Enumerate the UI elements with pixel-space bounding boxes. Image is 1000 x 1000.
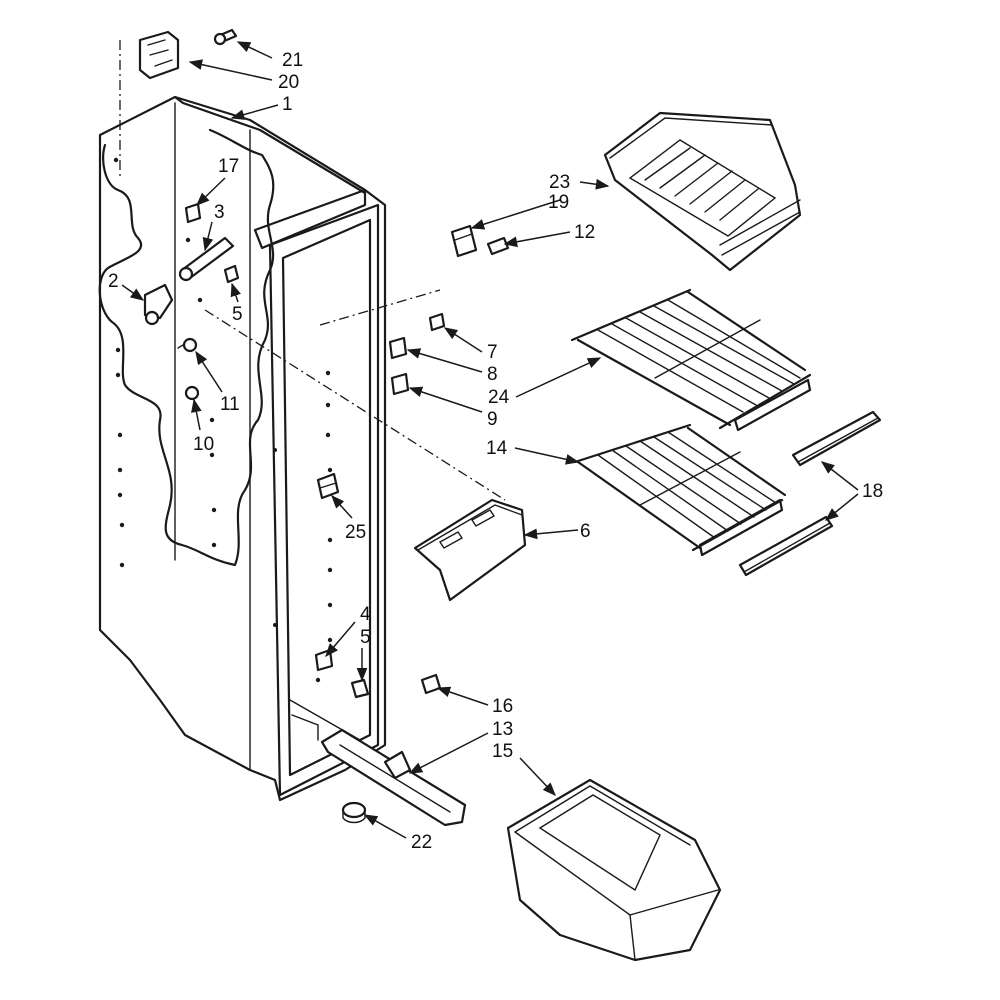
callout-16: 16 xyxy=(492,696,513,717)
clip-part xyxy=(184,202,202,224)
callout-3: 3 xyxy=(214,202,225,223)
callout-8: 8 xyxy=(487,364,498,385)
control-part xyxy=(143,283,174,326)
callout-1: 1 xyxy=(282,94,293,115)
lower-bin-part xyxy=(506,778,722,962)
bulb-part xyxy=(486,236,510,256)
pin-part-lower xyxy=(184,385,200,401)
pin-part xyxy=(177,337,198,353)
callout-17: 17 xyxy=(218,156,239,177)
clip-part-8 xyxy=(388,336,408,360)
lower-wire-shelf-part xyxy=(573,423,787,557)
freezer-liner xyxy=(98,95,387,802)
callout-4: 4 xyxy=(360,604,371,625)
callout-9: 9 xyxy=(487,409,498,430)
clip-part-lower xyxy=(314,648,334,672)
upper-bin-part xyxy=(603,111,802,272)
shelf-channel-part xyxy=(413,498,527,602)
light-housing-part xyxy=(138,30,180,80)
screw-part xyxy=(213,28,238,46)
callout-5-upper: 5 xyxy=(232,304,243,325)
screw-part-16 xyxy=(420,673,442,695)
socket-part xyxy=(450,224,478,258)
leader-lines xyxy=(121,41,859,839)
callout-12: 12 xyxy=(574,222,595,243)
screw-part-upper xyxy=(223,264,240,284)
clip-part-9 xyxy=(390,372,410,396)
callout-20: 20 xyxy=(278,72,299,93)
callout-6: 6 xyxy=(580,521,591,542)
shelf-trim-upper-part xyxy=(791,410,882,467)
shelf-trim-lower-part xyxy=(738,515,834,577)
callout-22: 22 xyxy=(411,832,432,853)
upper-wire-shelf-part xyxy=(570,288,812,432)
callout-19: 19 xyxy=(548,192,569,213)
callout-14: 14 xyxy=(486,438,508,459)
callout-25: 25 xyxy=(345,522,366,543)
clip-part-7 xyxy=(428,312,446,332)
callout-11: 11 xyxy=(220,394,240,415)
callout-labels: 21 20 1 17 3 2 5 11 10 25 4 5 7 8 24 9 1… xyxy=(108,50,883,853)
callout-18: 18 xyxy=(862,481,883,502)
callout-2: 2 xyxy=(108,271,119,292)
foot-part xyxy=(341,801,367,824)
callout-15: 15 xyxy=(492,741,513,762)
callout-10: 10 xyxy=(193,434,214,455)
switch-part xyxy=(316,472,340,500)
liner-holes xyxy=(113,157,333,683)
callout-24: 24 xyxy=(488,387,510,408)
callout-5-lower: 5 xyxy=(360,627,371,648)
callout-21: 21 xyxy=(282,50,303,71)
screw-part-lower xyxy=(350,678,370,699)
callout-23: 23 xyxy=(549,172,570,193)
callout-13: 13 xyxy=(492,719,513,740)
callout-7: 7 xyxy=(487,342,498,363)
